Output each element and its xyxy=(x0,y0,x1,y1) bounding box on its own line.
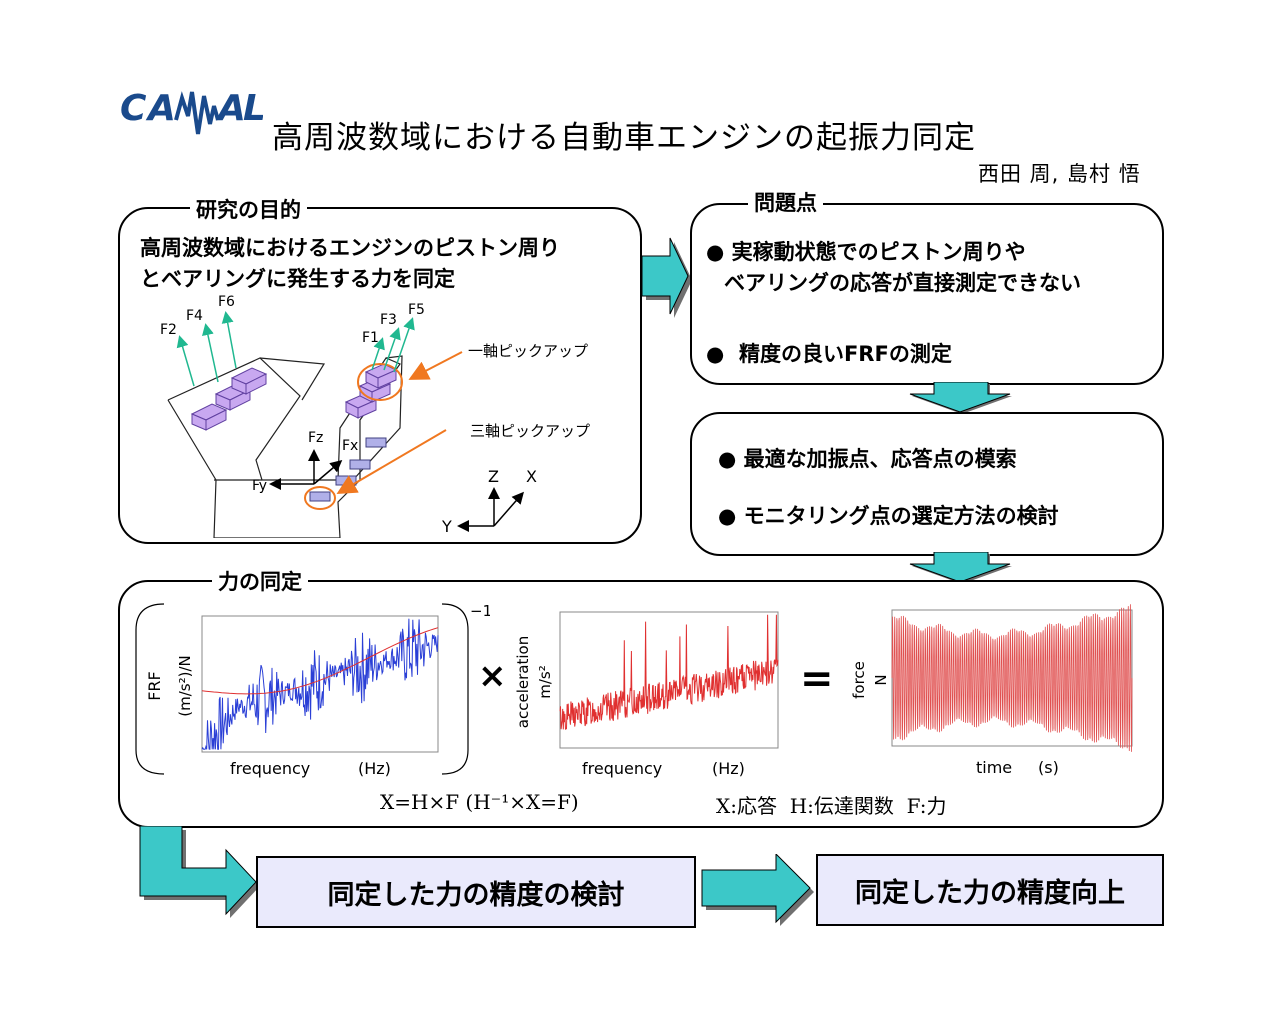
problem-bullet1-line2: ベアリングの応答が直接測定できない xyxy=(724,271,1081,295)
force-id-label: 力の同定 xyxy=(212,566,308,596)
acc-ylabel2: m/s² xyxy=(536,665,554,699)
force-label-f4: F4 xyxy=(186,308,203,324)
acc-xlabel: frequency xyxy=(582,759,662,778)
uniaxial-circle xyxy=(357,363,403,401)
force-label-f1: F1 xyxy=(362,330,379,346)
frf-plot: −1 FRF (m/s²)/N frequency (Hz) xyxy=(135,602,490,778)
force-arrows xyxy=(176,311,415,387)
force-ylabel2: N xyxy=(872,674,890,685)
flow-arrow-force-to-outcome xyxy=(139,826,260,918)
frf-curve xyxy=(201,618,439,750)
outcome-box-examine: 同定した力の精度の検討 xyxy=(256,856,696,928)
problem-bullet1-line1: ● 実稼動状態でのピストン周りや xyxy=(706,240,1026,264)
flow-arrow-problem-to-solution xyxy=(909,382,1012,414)
frf-fit-curve xyxy=(201,627,439,695)
acc-ylabel1: acceleration xyxy=(514,636,532,728)
camal-logo: C A A L xyxy=(120,88,263,135)
force-label-f3: F3 xyxy=(380,312,397,328)
engine-diagram: F2 F4 F6 F1 F3 F5 Fz Fx Fy 一軸ピックアップ 三軸ピッ… xyxy=(160,294,590,538)
frf-xunit: (Hz) xyxy=(358,759,391,778)
flow-arrow-solution-to-force xyxy=(909,552,1012,584)
axis-y-label: Y xyxy=(441,517,452,536)
equals-symbol: = xyxy=(800,656,834,702)
force-label-f2: F2 xyxy=(160,322,177,338)
force-label-fy: Fy xyxy=(252,478,267,494)
right-pickups xyxy=(344,363,398,419)
equation: X=H×F (H⁻¹×X=F) xyxy=(380,790,579,814)
flow-arrow-purpose-to-problem xyxy=(641,237,692,318)
acceleration-plot: acceleration m/s² frequency (Hz) xyxy=(514,611,779,778)
inverse-exponent: −1 xyxy=(470,602,490,620)
equation-legend: X:応答 H:伝達関数 F:力 xyxy=(716,794,947,818)
force-ylabel1: force xyxy=(850,661,868,699)
times-symbol: × xyxy=(478,656,507,696)
force-plot: force N time (s) xyxy=(850,604,1133,777)
solution-bullet1: ● 最適な加振点、応答点の模索 xyxy=(718,447,1017,471)
frf-ylabel1: FRF xyxy=(145,671,164,701)
purpose-line1: 高周波数域におけるエンジンのピストン周り xyxy=(140,236,560,260)
solution-bullet2: ● モニタリング点の選定方法の検討 xyxy=(718,504,1059,528)
triaxial-circle xyxy=(304,486,336,510)
outcome-box-improve: 同定した力の精度向上 xyxy=(816,854,1164,926)
acc-xunit: (Hz) xyxy=(712,759,745,778)
force-label-fz: Fz xyxy=(308,430,323,446)
force-xunit: (s) xyxy=(1038,758,1059,777)
frf-ylabel2: (m/s²)/N xyxy=(176,655,194,716)
triaxial-label: 三軸ピックアップ xyxy=(470,422,590,440)
axis-x-label: X xyxy=(526,467,537,486)
force-label-f6: F6 xyxy=(218,294,235,310)
frf-xlabel: frequency xyxy=(230,759,310,778)
page-title: 高周波数域における自動車エンジンの起振力同定 xyxy=(272,120,976,156)
uniaxial-label: 一軸ピックアップ xyxy=(468,342,588,360)
acceleration-curve xyxy=(559,614,779,730)
svg-text:A: A xyxy=(215,88,246,129)
problem-panel xyxy=(690,203,1164,385)
force-curve xyxy=(891,604,1133,752)
force-xlabel: time xyxy=(976,758,1012,777)
solution-panel xyxy=(690,412,1164,556)
purpose-label: 研究の目的 xyxy=(190,194,307,224)
left-pickups xyxy=(190,367,268,431)
problem-bullet2: ● 精度の良いFRFの測定 xyxy=(706,342,952,366)
authors: 西田 周, 島村 悟 xyxy=(978,162,1141,186)
force-label-f5: F5 xyxy=(408,302,425,318)
svg-text:A: A xyxy=(145,88,176,129)
purpose-line2: とベアリングに発生する力を同定 xyxy=(140,267,455,291)
problem-label: 問題点 xyxy=(748,187,823,217)
force-label-fx: Fx xyxy=(342,438,358,454)
svg-text:L: L xyxy=(243,88,263,129)
svg-text:C: C xyxy=(120,88,147,129)
axis-z-label: Z xyxy=(488,467,499,486)
flow-arrow-outcome xyxy=(701,854,814,926)
